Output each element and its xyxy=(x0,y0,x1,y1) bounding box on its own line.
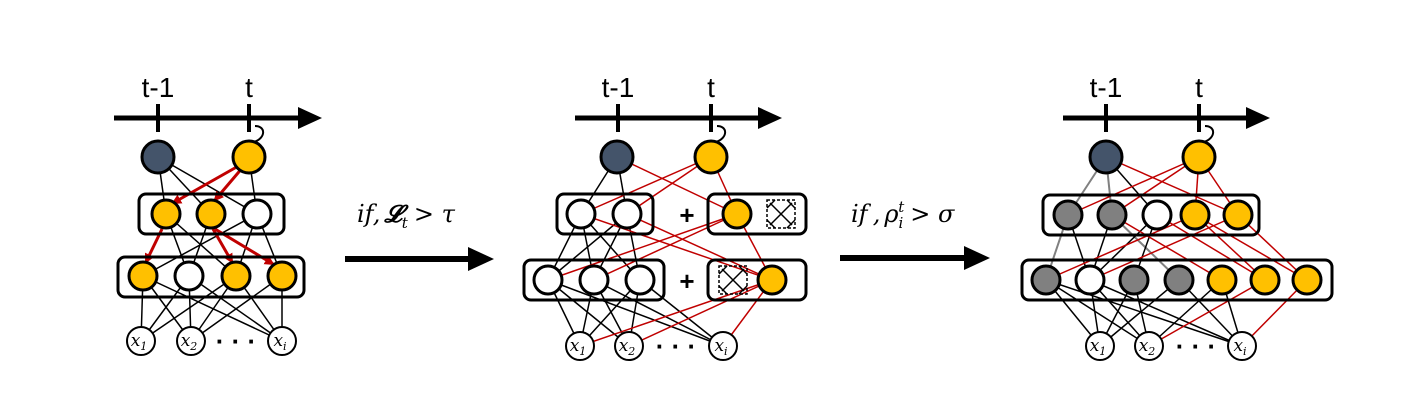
edges xyxy=(547,156,724,347)
expanded-block-1 xyxy=(706,258,808,302)
hidden-node xyxy=(565,198,597,230)
frozen-node xyxy=(1052,199,1084,231)
hidden-node xyxy=(624,264,656,296)
input-node-i xyxy=(267,326,297,356)
panel-1: t-1 t xyxy=(114,72,322,356)
hidden-layer-2 xyxy=(137,192,286,236)
input-ellipsis: · · · xyxy=(216,326,256,356)
hidden-node xyxy=(1141,199,1173,231)
new-edges xyxy=(1045,156,1308,347)
input-node-i xyxy=(708,331,738,361)
transition-1: if,𝓛t> τ xyxy=(345,199,494,271)
output-node-current xyxy=(1181,139,1217,175)
output-node-prev xyxy=(1088,139,1124,175)
input-label-i: xi xyxy=(273,331,286,353)
hidden-node xyxy=(241,198,273,230)
tick-hook xyxy=(253,125,265,143)
expanded-block-2 xyxy=(706,192,808,236)
new-node xyxy=(1206,264,1238,296)
plus-sign: + xyxy=(679,200,694,230)
axis-arrowhead xyxy=(758,107,782,129)
time-axis: t-1 t xyxy=(114,72,322,143)
input-node-2 xyxy=(176,326,206,356)
frozen-node xyxy=(1030,264,1062,296)
edges xyxy=(140,156,283,342)
input-node-1 xyxy=(126,326,156,356)
output-node-current xyxy=(231,139,267,175)
frozen-node xyxy=(1118,264,1150,296)
input-label-i: xi xyxy=(1233,336,1246,358)
time-label-current: t xyxy=(1195,72,1203,103)
output-node-prev xyxy=(140,139,176,175)
hidden-layer-2 xyxy=(555,192,655,236)
dropout-icon xyxy=(766,199,796,229)
time-label-current: t xyxy=(707,72,715,103)
input-label-2: x2 xyxy=(619,336,636,358)
input-ellipsis: · · · xyxy=(656,331,696,361)
hidden-node xyxy=(173,260,205,292)
input-label-1: x1 xyxy=(570,336,587,358)
transition-2: if,ρit> σ xyxy=(840,198,990,270)
new-node xyxy=(756,264,788,296)
time-label-prev: t-1 xyxy=(602,72,635,103)
hidden-layer-1 xyxy=(522,258,666,302)
plus-sign: + xyxy=(679,266,694,296)
hidden-node xyxy=(220,260,252,292)
tick-hook xyxy=(715,125,727,143)
hidden-layer-1 xyxy=(116,255,306,299)
time-label-prev: t-1 xyxy=(142,72,175,103)
transition-arrowhead xyxy=(964,246,990,270)
hidden-node xyxy=(578,264,610,296)
transition-arrowhead xyxy=(468,247,494,271)
hidden-node xyxy=(611,198,643,230)
input-layer: x1 x2 xi · · · xyxy=(126,326,297,356)
hidden-node xyxy=(266,260,298,292)
input-node-2 xyxy=(614,331,644,361)
new-node xyxy=(1249,264,1281,296)
input-label-2: x2 xyxy=(181,331,198,353)
new-node xyxy=(1179,199,1211,231)
hidden-node xyxy=(127,260,159,292)
time-axis: t-1 t xyxy=(1063,72,1270,143)
time-axis: t-1 t xyxy=(575,72,782,143)
condition-loss: if,𝓛t> τ xyxy=(357,199,456,232)
panel-2: t-1 t xyxy=(522,72,808,361)
output-node-prev xyxy=(599,139,635,175)
input-node-1 xyxy=(1085,331,1115,361)
hidden-node xyxy=(150,198,182,230)
input-label-2: x2 xyxy=(1139,336,1156,358)
hidden-layer-2 xyxy=(1041,193,1261,237)
tick-hook xyxy=(1203,125,1215,143)
input-layer: x1 x2 xi · · · xyxy=(565,331,738,361)
hidden-layer-1 xyxy=(1020,258,1334,302)
axis-arrowhead xyxy=(298,107,322,129)
input-label-1: x1 xyxy=(131,331,148,353)
input-layer: x1 x2 xi · · · xyxy=(1085,331,1257,361)
edges xyxy=(1045,156,1243,347)
frozen-node xyxy=(1163,264,1195,296)
input-node-1 xyxy=(565,331,595,361)
hidden-node xyxy=(1074,264,1106,296)
input-node-i xyxy=(1227,331,1257,361)
dropout-icon xyxy=(718,265,748,295)
new-node xyxy=(1222,199,1254,231)
condition-ratio: if,ρit> σ xyxy=(851,198,955,232)
time-label-prev: t-1 xyxy=(1090,72,1123,103)
new-node xyxy=(1291,264,1323,296)
input-label-i: xi xyxy=(714,336,727,358)
input-ellipsis: · · · xyxy=(1176,331,1216,361)
axis-arrowhead xyxy=(1246,107,1270,129)
frozen-node xyxy=(1096,199,1128,231)
input-node-2 xyxy=(1134,331,1164,361)
new-node xyxy=(721,198,753,230)
panel-3: t-1 t xyxy=(1020,72,1334,361)
hidden-node xyxy=(195,198,227,230)
hidden-node xyxy=(532,264,564,296)
time-label-current: t xyxy=(245,72,253,103)
output-node-current xyxy=(693,139,729,175)
input-label-1: x1 xyxy=(1090,336,1107,358)
